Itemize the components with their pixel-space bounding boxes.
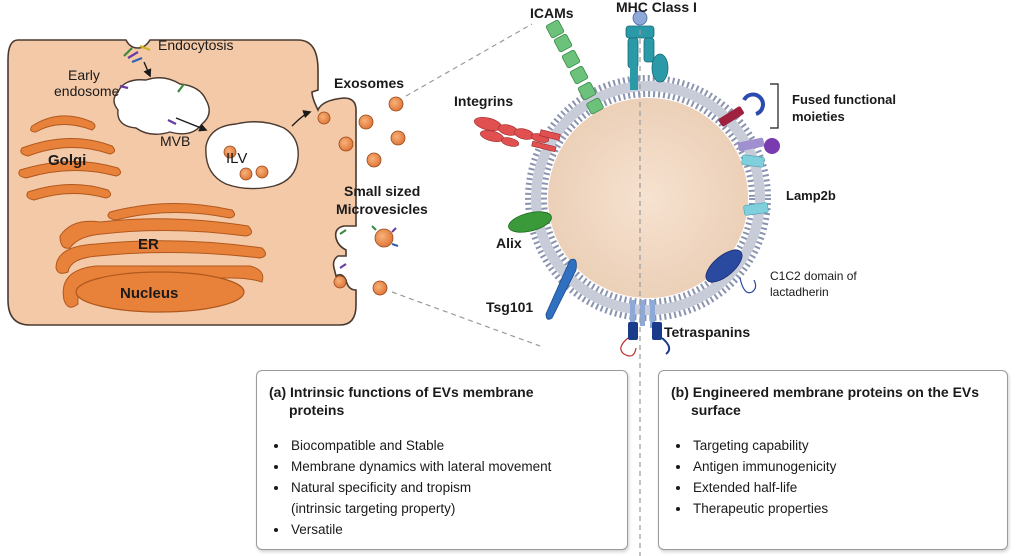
endocytosis-receptors xyxy=(119,44,185,125)
nucleus xyxy=(75,271,245,313)
label-early-endosome-1: Early xyxy=(68,67,100,83)
panel-engineered-proteins: (b) Engineered membrane proteins on the … xyxy=(658,370,1008,550)
list-item: Biocompatible and Stable xyxy=(289,435,613,456)
panel-b-list: Targeting capability Antigen immunogenic… xyxy=(671,435,995,519)
mhc-class-i xyxy=(625,10,669,90)
label-exosomes: Exosomes xyxy=(334,75,404,91)
label-lamp2b: Lamp2b xyxy=(786,188,836,203)
list-item: Membrane dynamics with lateral movement xyxy=(289,456,613,477)
label-microvesicles-2: Microvesicles xyxy=(336,201,428,217)
trafficking-arrows xyxy=(143,61,312,132)
label-mvb: MVB xyxy=(160,133,190,149)
vesicle-labels: ICAMs MHC Class I Integrins Fused functi… xyxy=(454,0,896,340)
label-ilv: ILV xyxy=(226,150,247,167)
list-item: Versatile xyxy=(289,519,613,540)
ev-vesicle xyxy=(525,75,771,321)
panel-a-title-line2: proteins xyxy=(289,402,345,418)
fused-bracket xyxy=(770,83,779,129)
microvesicle-proteins xyxy=(339,225,399,269)
label-icams: ICAMs xyxy=(530,5,574,21)
label-early-endosome-2: endosome xyxy=(54,83,120,99)
tetraspanin-protein xyxy=(620,300,671,357)
lamp2b-protein xyxy=(741,154,769,216)
list-item: Extended half-life xyxy=(691,477,995,498)
label-fused-1: Fused functional xyxy=(792,92,896,107)
ilv-vesicles xyxy=(223,145,269,181)
label-golgi: Golgi xyxy=(48,152,86,169)
fused-functional-moieties xyxy=(718,92,780,154)
released-exosomes xyxy=(317,96,406,168)
label-microvesicles-1: Small sized xyxy=(344,183,420,199)
label-integrins: Integrins xyxy=(454,93,513,109)
golgi xyxy=(18,115,122,201)
label-tetraspanins: Tetraspanins xyxy=(664,324,750,340)
panel-intrinsic-functions: (a) Intrinsic functions of EVs membrane … xyxy=(256,370,628,550)
lipid-bilayer-tails xyxy=(531,81,765,315)
multivesicular-body xyxy=(205,121,299,190)
label-alix: Alix xyxy=(496,235,522,251)
integrin-protein xyxy=(474,116,561,153)
label-er: ER xyxy=(138,236,159,253)
list-item: Targeting capability xyxy=(691,435,995,456)
zoom-lines xyxy=(391,23,541,347)
list-item: Natural specificity and tropism(intrinsi… xyxy=(289,477,613,519)
panel-a-title: (a) Intrinsic functions of EVs membrane … xyxy=(269,383,613,419)
panel-a-list: Biocompatible and Stable Membrane dynami… xyxy=(269,435,613,540)
panel-b-title: (b) Engineered membrane proteins on the … xyxy=(671,383,995,419)
label-endocytosis: Endocytosis xyxy=(158,37,233,53)
list-item: Therapeutic properties xyxy=(691,498,995,519)
lipid-bilayer-outer xyxy=(525,75,771,321)
label-tsg101: Tsg101 xyxy=(486,299,533,315)
label-nucleus: Nucleus xyxy=(120,285,178,302)
vesicle-lumen xyxy=(548,98,748,298)
lipid-bilayer-inner xyxy=(541,91,755,305)
cell-labels: Endocytosis Early endosome MVB ILV Golgi… xyxy=(48,37,428,302)
label-c1c2-1: C1C2 domain of xyxy=(770,269,857,283)
tsg101-protein xyxy=(545,258,577,320)
alix-protein xyxy=(508,211,552,233)
microvesicles xyxy=(333,228,394,296)
c1c2-domain xyxy=(705,249,757,294)
panel-b-title-line1: (b) Engineered membrane proteins on the … xyxy=(671,384,980,400)
label-fused-2: moieties xyxy=(792,109,845,124)
icam-protein xyxy=(545,19,604,115)
panel-a-title-line1: (a) Intrinsic functions of EVs membrane xyxy=(269,384,534,400)
panel-b-title-line2: surface xyxy=(691,402,741,418)
label-mhc-class-i: MHC Class I xyxy=(616,0,697,15)
list-item: Antigen immunogenicity xyxy=(691,456,995,477)
label-c1c2-2: lactadherin xyxy=(770,285,829,299)
